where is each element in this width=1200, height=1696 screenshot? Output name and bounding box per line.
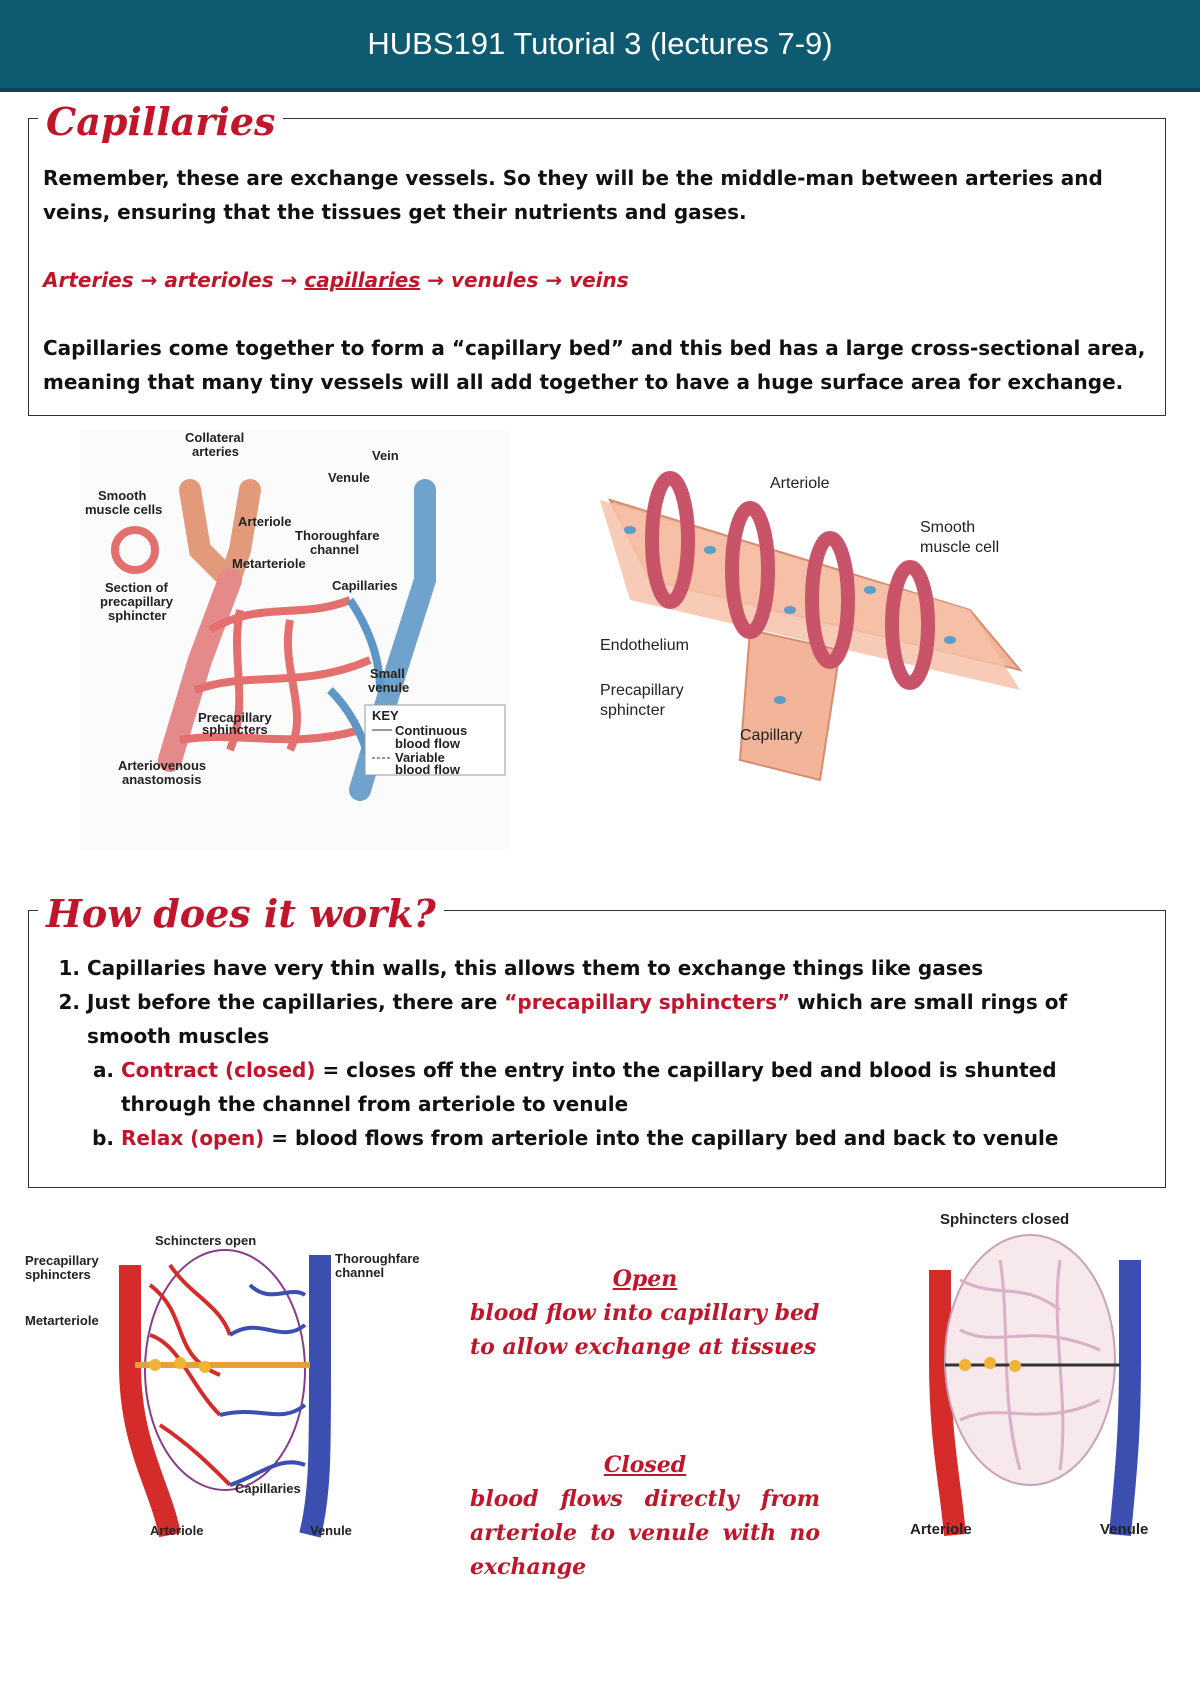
- svg-text:Arteriole: Arteriole: [910, 1521, 972, 1538]
- svg-text:Venule: Venule: [310, 1523, 352, 1538]
- svg-text:sphincter: sphincter: [600, 702, 666, 719]
- page-title: HUBS191 Tutorial 3 (lectures 7-9): [367, 26, 833, 61]
- svg-text:Endothelium: Endothelium: [600, 637, 689, 654]
- svg-text:Metarteriole: Metarteriole: [232, 556, 306, 571]
- list-item: Capillaries have very thin walls, this a…: [87, 951, 1153, 985]
- svg-text:Precapillary: Precapillary: [198, 710, 272, 725]
- list-item: Relax (open) = blood flows from arteriol…: [121, 1121, 1153, 1155]
- sphincters-closed-diagram: Sphincters closed Arteriole Venule: [910, 1211, 1148, 1538]
- capillaries-intro: Remember, these are exchange vessels. So…: [43, 166, 1103, 224]
- svg-text:muscle cell: muscle cell: [920, 539, 999, 556]
- svg-text:sphincter: sphincter: [108, 608, 167, 623]
- page-header: HUBS191 Tutorial 3 (lectures 7-9): [0, 0, 1200, 92]
- svg-text:Arteriovenous: Arteriovenous: [118, 758, 206, 773]
- svg-text:venule: venule: [368, 680, 409, 695]
- capillaries-heading: Capillaries: [38, 100, 284, 144]
- svg-text:Thoroughfare: Thoroughfare: [295, 528, 380, 543]
- svg-text:Vein: Vein: [372, 448, 399, 463]
- svg-text:Venule: Venule: [1100, 1521, 1148, 1538]
- how-it-works-heading: How does it work?: [38, 892, 444, 936]
- svg-text:muscle cells: muscle cells: [85, 502, 162, 517]
- svg-text:Schincters open: Schincters open: [155, 1233, 256, 1248]
- list-item: Just before the capillaries, there are “…: [87, 985, 1153, 1155]
- vessel-flow: Arteries → arterioles → capillaries → ve…: [43, 268, 629, 292]
- svg-text:channel: channel: [310, 542, 359, 557]
- how-it-works-section: Capillaries have very thin walls, this a…: [28, 910, 1166, 1188]
- svg-text:Variable: Variable: [395, 750, 445, 765]
- svg-text:Venule: Venule: [328, 470, 370, 485]
- svg-text:Metarteriole: Metarteriole: [25, 1313, 99, 1328]
- capillary-bed-text: Capillaries come together to form a “cap…: [43, 336, 1146, 394]
- svg-text:Small: Small: [370, 666, 405, 681]
- svg-text:blood flow: blood flow: [395, 762, 461, 777]
- svg-text:Precapillary: Precapillary: [25, 1253, 99, 1268]
- svg-text:Capillaries: Capillaries: [332, 578, 398, 593]
- svg-text:Precapillary: Precapillary: [600, 682, 684, 699]
- arteriole-smooth-muscle-diagram: Arteriole Smooth muscle cell Endothelium…: [600, 471, 1023, 782]
- closed-note: Closed blood flows directly from arterio…: [470, 1452, 820, 1580]
- svg-text:Arteriole: Arteriole: [150, 1523, 203, 1538]
- sphincters-open-diagram: Schincters open Precapillary sphincters …: [25, 1233, 420, 1538]
- svg-text:Thoroughfare: Thoroughfare: [335, 1251, 420, 1266]
- svg-text:Arteriole: Arteriole: [238, 514, 291, 529]
- svg-text:Continuous: Continuous: [395, 723, 467, 738]
- svg-text:sphincters: sphincters: [25, 1267, 91, 1282]
- svg-text:Smooth: Smooth: [920, 519, 975, 536]
- key-label: KEY: [372, 708, 399, 723]
- svg-text:arteries: arteries: [192, 444, 239, 459]
- svg-text:channel: channel: [335, 1265, 384, 1280]
- svg-text:sphincters: sphincters: [202, 722, 268, 737]
- svg-text:precapillary: precapillary: [100, 594, 174, 609]
- open-note: Open blood flow into capillary bed to al…: [470, 1266, 820, 1360]
- svg-text:blood flow: blood flow: [395, 736, 461, 751]
- svg-text:Sphincters closed: Sphincters closed: [940, 1211, 1069, 1228]
- svg-text:Smooth: Smooth: [98, 488, 146, 503]
- capillary-bed-diagram: KEY Continuous blood flow Variable blood…: [80, 430, 510, 850]
- list-item: Contract (closed) = closes off the entry…: [121, 1053, 1153, 1121]
- svg-text:Arteriole: Arteriole: [770, 475, 830, 492]
- svg-text:Collateral: Collateral: [185, 430, 244, 445]
- svg-text:Capillaries: Capillaries: [235, 1481, 301, 1496]
- capillaries-section: Remember, these are exchange vessels. So…: [28, 118, 1166, 416]
- svg-text:Section of: Section of: [105, 580, 169, 595]
- svg-text:anastomosis: anastomosis: [122, 772, 201, 787]
- svg-text:Capillary: Capillary: [740, 727, 802, 744]
